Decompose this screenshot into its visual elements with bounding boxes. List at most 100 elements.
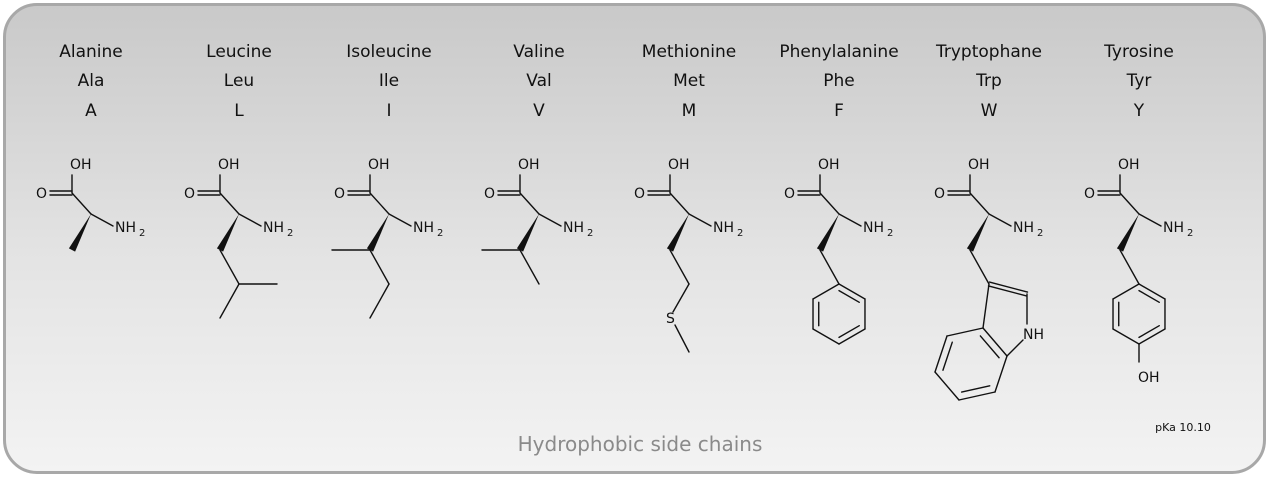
bond-c-calpha — [819, 192, 840, 215]
bond — [819, 249, 840, 285]
bond — [219, 283, 240, 319]
bond — [1138, 289, 1160, 303]
hydroxyl-label: OH — [968, 157, 990, 173]
bond — [988, 281, 1029, 293]
name-methionine: Methionine — [642, 42, 736, 62]
wedge-bond — [366, 214, 389, 252]
bond — [960, 385, 991, 393]
bond — [982, 327, 1008, 357]
benzo-ring — [934, 327, 1008, 401]
bond-calpha-n — [238, 213, 262, 227]
wedge-bond — [216, 214, 239, 252]
name-leucine: Leucine — [206, 42, 272, 62]
hydroxyl-label: OH — [70, 157, 92, 173]
bond — [979, 335, 1000, 359]
three-letter-leucine: Leu — [224, 71, 254, 91]
wedge-bond — [666, 214, 689, 252]
bond — [934, 371, 960, 401]
amine-label: NH — [563, 220, 584, 236]
pyrrole-ring — [982, 281, 1029, 357]
bond — [369, 283, 390, 319]
bond — [994, 355, 1008, 393]
bond — [669, 249, 690, 285]
hydroxyl-label: OH — [218, 157, 240, 173]
bond — [1138, 283, 1166, 300]
three-letter-methionine: Met — [673, 71, 705, 91]
amine-label: NH — [115, 220, 136, 236]
hydroxyl-label: OH — [818, 157, 840, 173]
amine-subscript: 2 — [887, 228, 893, 239]
phenol-hydroxyl-label: OH — [1138, 370, 1160, 386]
three-letter-phenylalanine: Phe — [823, 71, 855, 91]
bond — [987, 285, 1028, 297]
bond — [946, 327, 984, 337]
three-letter-tryptophane: Trp — [975, 71, 1002, 91]
benzene-ring — [812, 283, 866, 345]
wedge-bond — [1116, 214, 1139, 252]
wedge-bond — [68, 214, 91, 252]
bond — [1112, 283, 1140, 300]
amine-label: NH — [263, 220, 284, 236]
bond-calpha-n — [538, 213, 562, 227]
bond — [934, 335, 948, 373]
bond — [969, 249, 990, 285]
carbonyl-oxygen-label: O — [934, 186, 945, 202]
amine-subscript: 2 — [437, 228, 443, 239]
one-letter-leucine: L — [234, 101, 244, 121]
amine-subscript: 2 — [287, 228, 293, 239]
bond — [838, 325, 860, 339]
bond — [519, 249, 540, 285]
carbonyl-oxygen-label: O — [334, 186, 345, 202]
amine-label: NH — [1013, 220, 1034, 236]
name-tryptophane: Tryptophane — [935, 42, 1042, 62]
bond — [1138, 325, 1160, 339]
structure-diagram: AlanineAlaALeucineLeuLIsoleucineIleIVali… — [36, 42, 1211, 456]
name-tyrosine: Tyrosine — [1103, 42, 1174, 62]
indole-nh-label: NH — [1023, 327, 1044, 343]
bond — [1119, 249, 1140, 285]
amine-label: NH — [413, 220, 434, 236]
amine-label: NH — [863, 220, 884, 236]
bond — [369, 249, 390, 285]
name-valine: Valine — [513, 42, 564, 62]
bond-calpha-n — [988, 213, 1012, 227]
one-letter-tryptophane: W — [981, 101, 998, 121]
bond — [812, 283, 840, 300]
bond — [982, 283, 990, 329]
bond-c-calpha — [519, 192, 540, 215]
tyrosine-pka-label: pKa 10.10 — [1155, 421, 1211, 434]
bond-c-calpha — [369, 192, 390, 215]
wedge-bond — [966, 214, 989, 252]
carbonyl-oxygen-label: O — [484, 186, 495, 202]
hydroxyl-label: OH — [1118, 157, 1140, 173]
bond-calpha-n — [90, 213, 114, 227]
amine-label: NH — [713, 220, 734, 236]
name-isoleucine: Isoleucine — [346, 42, 432, 62]
name-alanine: Alanine — [59, 42, 123, 62]
bond — [1112, 328, 1140, 345]
carbonyl-oxygen-label: O — [784, 186, 795, 202]
hydroxyl-label: OH — [368, 157, 390, 173]
bond — [942, 341, 953, 371]
amine-label: NH — [1163, 220, 1184, 236]
bond — [958, 391, 996, 401]
three-letter-valine: Val — [526, 71, 551, 91]
bond — [838, 328, 866, 345]
three-letter-tyrosine: Tyr — [1126, 71, 1152, 91]
carbonyl-oxygen-label: O — [184, 186, 195, 202]
bond — [674, 324, 690, 353]
amine-subscript: 2 — [737, 228, 743, 239]
wedge-bond — [516, 214, 539, 252]
bond — [219, 249, 240, 285]
bond-calpha-n — [688, 213, 712, 227]
sulfur-label: S — [666, 311, 675, 327]
bond — [1138, 328, 1166, 345]
amine-subscript: 2 — [1187, 228, 1193, 239]
